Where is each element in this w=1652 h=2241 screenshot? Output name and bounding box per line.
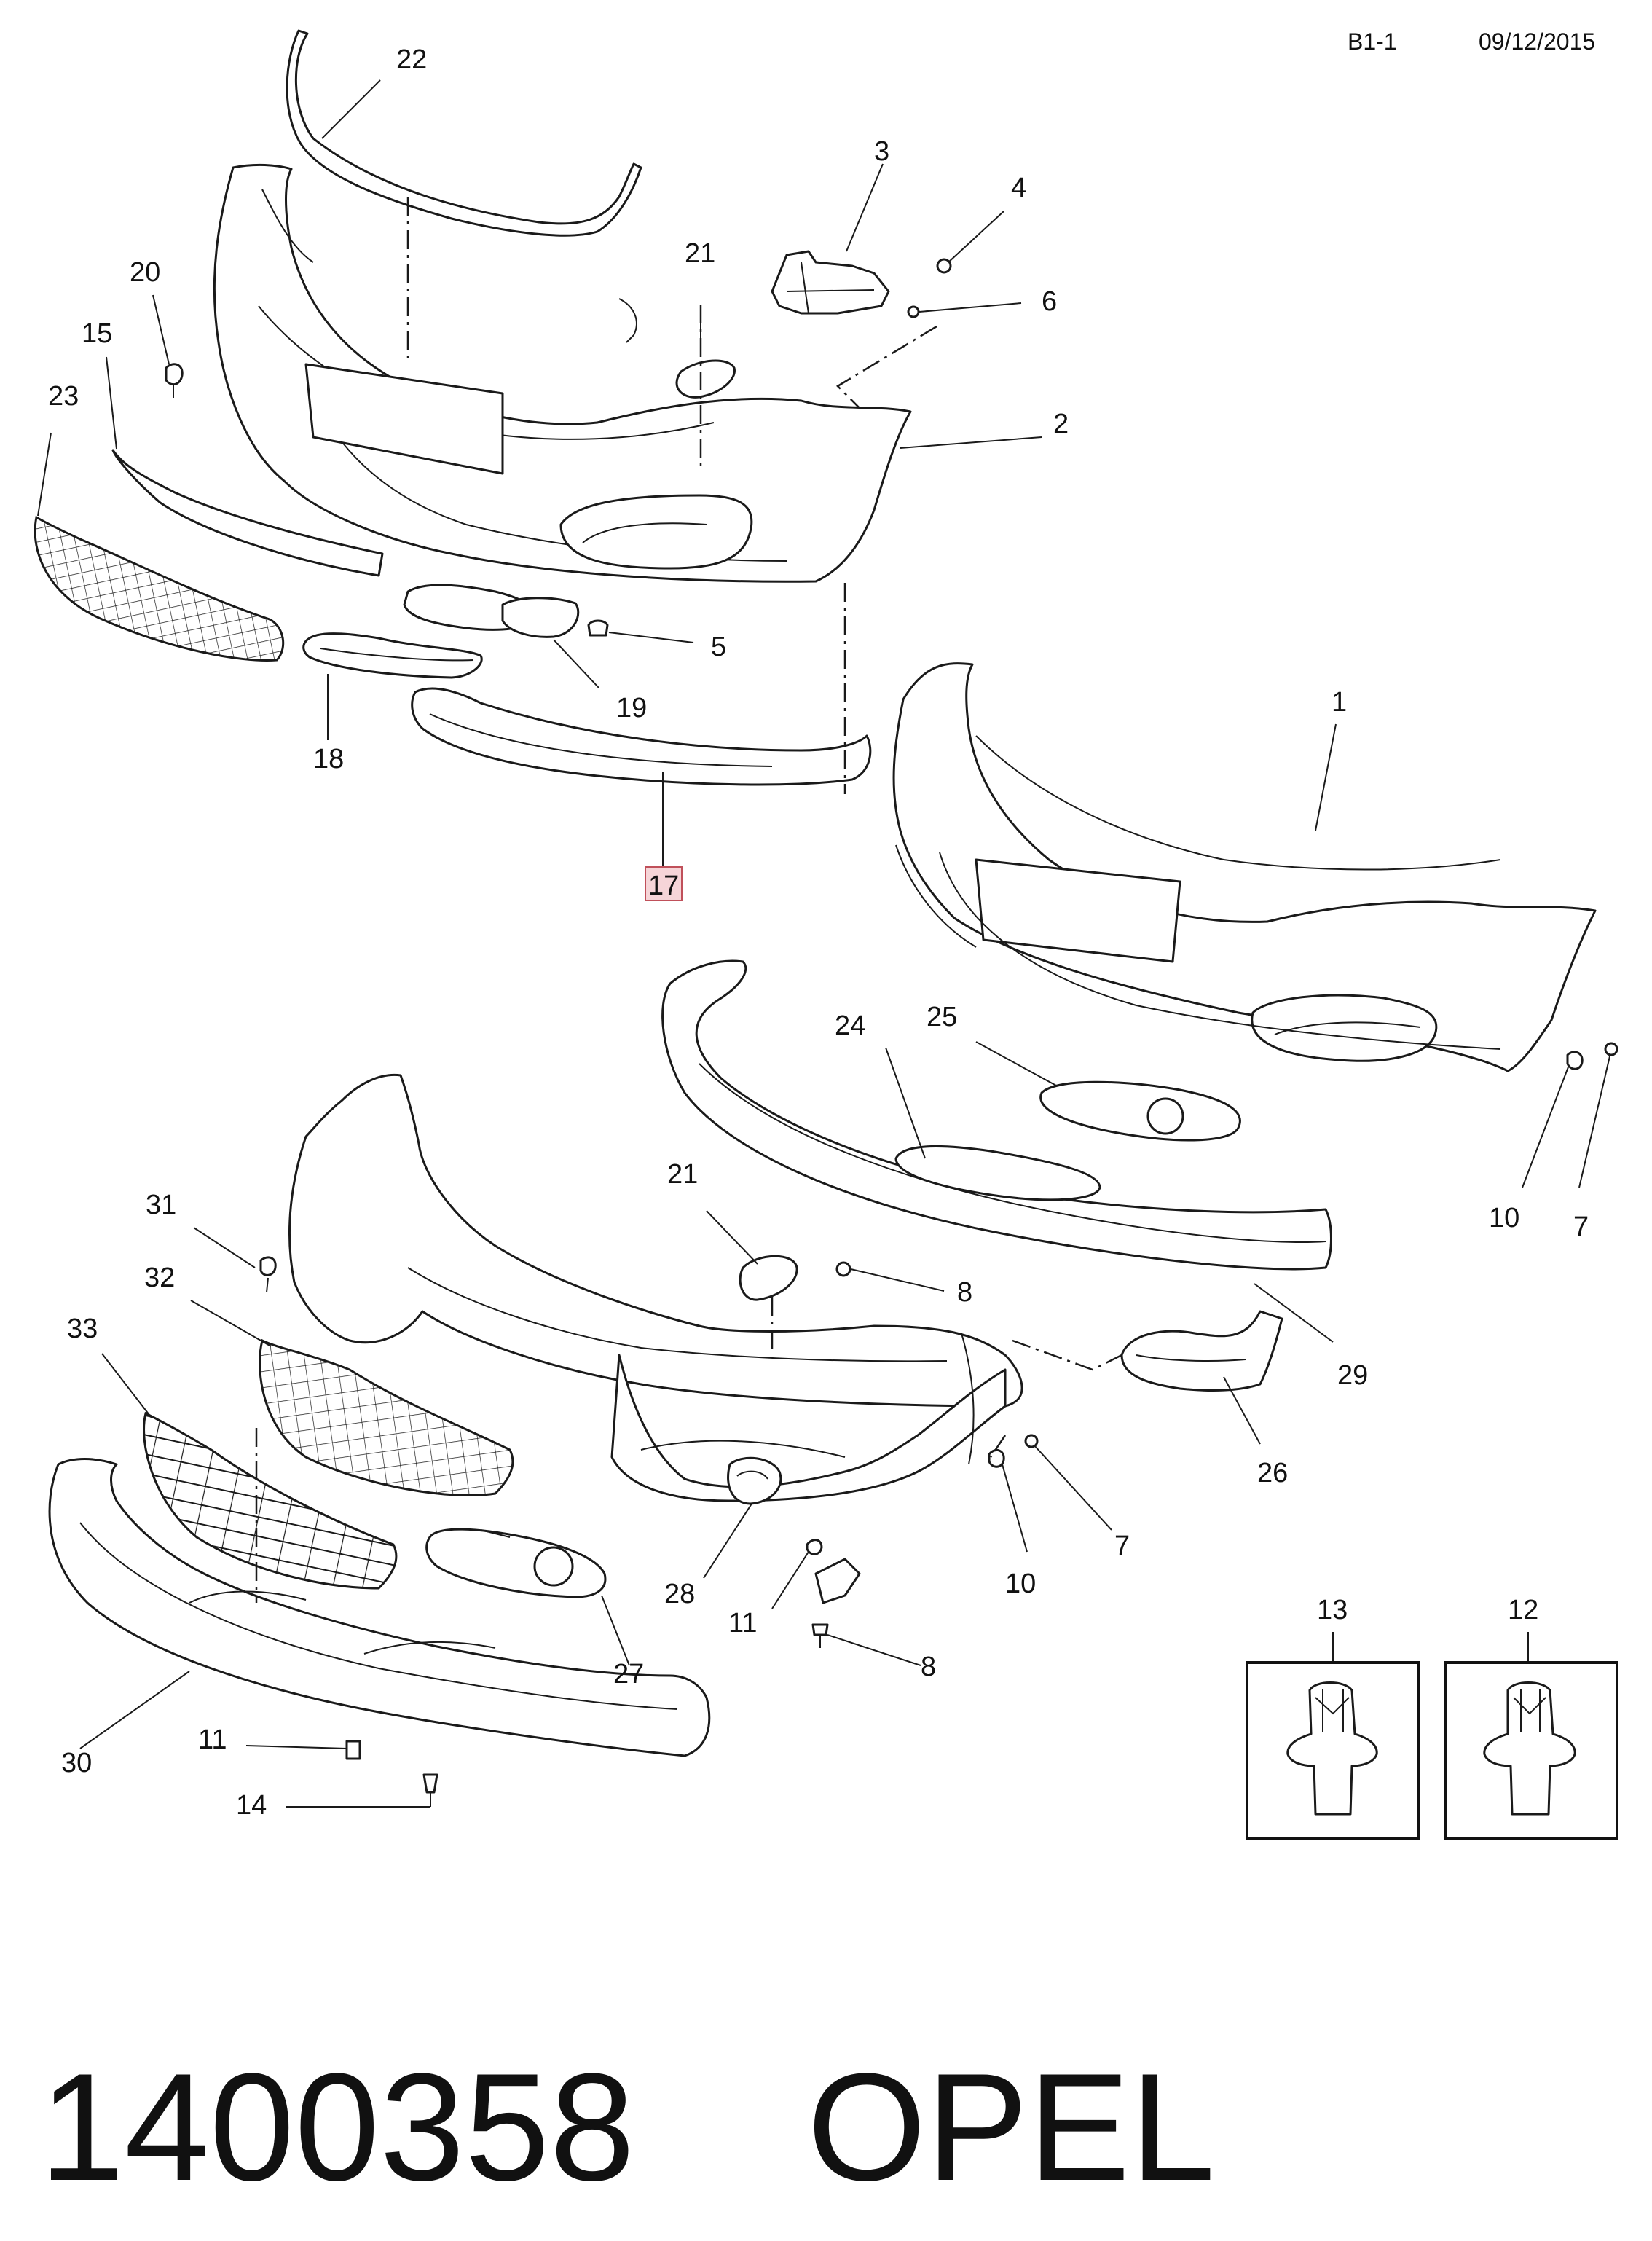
part-33-slat-grille	[143, 1411, 398, 1590]
alignment-lines	[255, 197, 1122, 1603]
part-17-lower-strip	[411, 687, 872, 786]
part-27-fog-bezel	[425, 1528, 607, 1598]
part-20-clip	[165, 363, 184, 398]
part-10a-clip	[1566, 1051, 1584, 1070]
callout-10: 10	[1489, 1203, 1519, 1233]
callout-21: 21	[667, 1159, 698, 1190]
callout-30: 30	[61, 1748, 92, 1778]
part-3-bracket	[771, 250, 890, 315]
callout-29: 29	[1337, 1360, 1368, 1391]
callout-4: 4	[1011, 173, 1026, 203]
callout-3: 3	[874, 136, 889, 167]
part-18-left-trim	[302, 632, 483, 679]
part-26-air-duct	[1120, 1310, 1283, 1392]
part-4-screw	[936, 258, 952, 274]
part-6-clip	[907, 305, 920, 318]
callout-25: 25	[927, 1002, 957, 1032]
inset-13	[1246, 1632, 1420, 1840]
part-1-front-bumper-assembly	[892, 662, 1597, 1072]
callout-14: 14	[236, 1790, 267, 1821]
part-10b-clip	[988, 1448, 1005, 1468]
callout-12: 12	[1508, 1595, 1538, 1625]
callout-17: 17	[648, 871, 679, 901]
callout-33: 33	[67, 1314, 98, 1344]
part-7a-screw	[1604, 1042, 1618, 1056]
part-22-top-trim-strip	[286, 29, 642, 237]
part-19-fog-bezel	[403, 584, 580, 638]
callout-5: 5	[711, 632, 726, 662]
callout-32: 32	[144, 1263, 175, 1293]
highlight-17-box	[645, 866, 683, 901]
part-29-lower-spoiler	[661, 959, 1332, 1271]
callout-10: 10	[1005, 1569, 1036, 1599]
callout-26: 26	[1257, 1458, 1288, 1488]
brand-name: OPEL	[807, 2041, 1215, 2213]
part-30-lower-skirt	[48, 1458, 711, 1757]
part-24-trim-slats	[894, 1145, 1101, 1201]
part-7b-screw	[1024, 1434, 1039, 1448]
callout-7: 7	[1573, 1212, 1589, 1242]
leader-lines	[37, 79, 1610, 1808]
part-23-mesh-grille	[34, 515, 285, 662]
callout-7: 7	[1114, 1531, 1130, 1561]
callout-labels: 22 3 4 20 21 6 15 23 2 5 19 1 18 17 24 2…	[48, 44, 1589, 1821]
part-8b-bolt	[811, 1623, 829, 1648]
callout-15: 15	[82, 318, 112, 349]
callout-11: 11	[728, 1608, 757, 1638]
callout-13: 13	[1317, 1595, 1348, 1625]
callout-8: 8	[921, 1652, 936, 1682]
callout-18: 18	[313, 744, 344, 774]
callout-20: 20	[130, 257, 160, 288]
revision-date: 09/12/2015	[1479, 28, 1595, 55]
part-11a-fastener	[806, 1539, 823, 1555]
callout-1: 1	[1332, 687, 1347, 718]
part-28-fog-lamp	[727, 1456, 782, 1505]
part-2-front-bumper-cover	[213, 163, 912, 583]
callout-28: 28	[664, 1579, 695, 1609]
part-21a-cap	[675, 359, 736, 399]
callout-11: 11	[198, 1724, 227, 1755]
bracket-small	[814, 1558, 861, 1604]
callout-22: 22	[396, 44, 427, 75]
part-15-inner-grille	[111, 449, 384, 577]
callout-8: 8	[957, 1277, 972, 1308]
inset-12	[1444, 1632, 1618, 1840]
part-31-clip	[259, 1256, 277, 1293]
part-5-grommet	[587, 619, 609, 637]
part-11b-fastener	[345, 1740, 361, 1760]
callout-24: 24	[835, 1010, 865, 1041]
page-ref: B1-1	[1348, 28, 1397, 55]
part-14-pin	[422, 1773, 438, 1807]
part-8a-nut	[835, 1261, 851, 1277]
callout-27: 27	[613, 1659, 644, 1689]
callout-2: 2	[1053, 409, 1069, 439]
callout-6: 6	[1042, 286, 1057, 317]
callout-31: 31	[146, 1190, 176, 1220]
callout-23: 23	[48, 381, 79, 412]
callout-19: 19	[616, 693, 647, 723]
part-number: 1400358	[39, 2041, 635, 2213]
callout-21: 21	[685, 238, 715, 269]
part-25-fog-grille	[1039, 1080, 1241, 1142]
part-32-mesh-grille	[259, 1338, 514, 1497]
part-21b-cap	[739, 1255, 798, 1301]
